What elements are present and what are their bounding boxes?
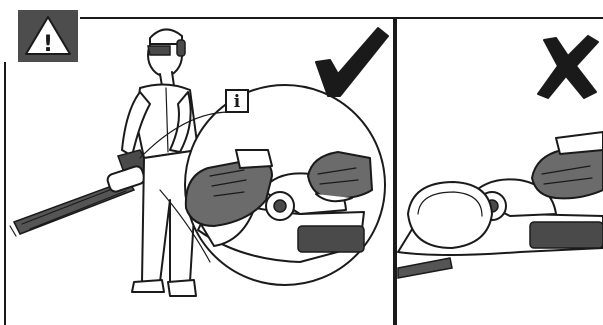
cross-icon [538,36,598,98]
warning-exclamation: ! [43,32,53,57]
gloved-hand-rear [308,152,372,198]
warning-badge: ! [18,10,78,62]
checkmark-icon [316,28,388,96]
info-badge: i [226,90,248,112]
operator-figure [106,29,198,296]
correct-usage-panel: i [10,28,388,296]
safety-goggles [148,46,170,55]
info-icon: i [234,92,241,112]
incorrect-usage-panel [398,36,603,278]
